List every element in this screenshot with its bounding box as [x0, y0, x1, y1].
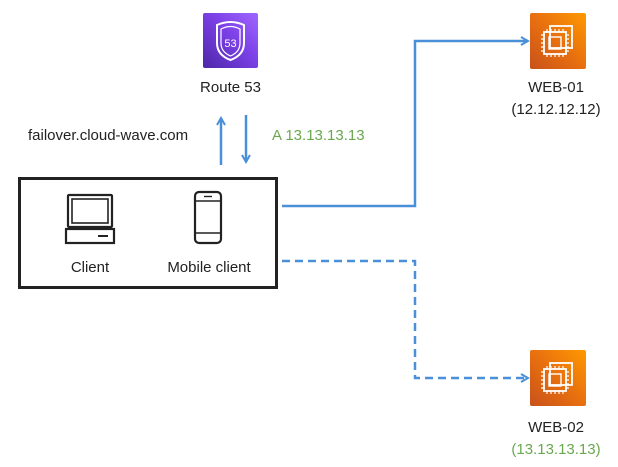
desktop-icon — [62, 193, 118, 247]
route53-badge-text: 53 — [224, 38, 236, 50]
failover-route-arrow — [282, 259, 528, 378]
web-01-name: WEB-01 — [528, 79, 584, 96]
ec2-instance-icon — [530, 350, 586, 406]
primary-route-arrow — [282, 41, 528, 208]
route53-label: Route 53 — [200, 79, 261, 96]
clients-group — [18, 177, 278, 289]
dns-query-label: failover.cloud-wave.com — [28, 127, 189, 144]
ec2-instance-icon — [530, 13, 586, 69]
web-02-ip: (13.13.13.13) — [511, 441, 601, 458]
mobile-phone-icon — [193, 190, 225, 246]
web-01-ip: (12.12.12.12) — [511, 101, 601, 118]
mobile-client-label: Mobile client — [167, 259, 251, 276]
web-02-name: WEB-02 — [528, 419, 584, 436]
dns-answer-label: A 13.13.13.13 — [272, 127, 365, 144]
route53-icon: 53 — [203, 13, 258, 68]
client-label: Client — [70, 259, 110, 276]
